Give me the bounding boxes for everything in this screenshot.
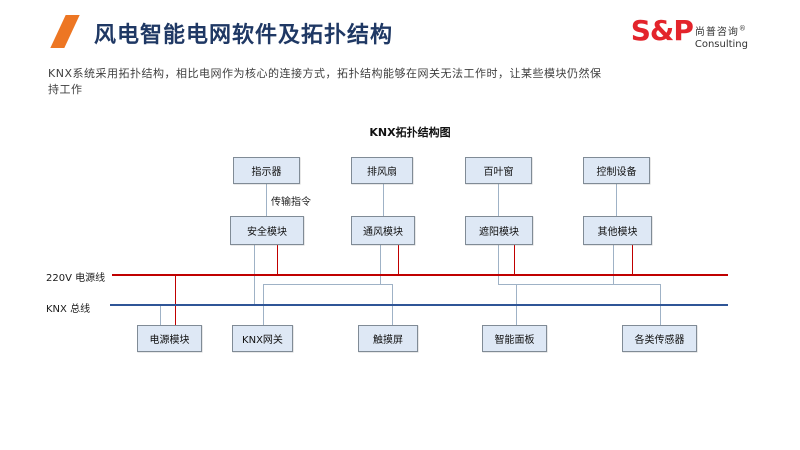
node-sensors: 各类传感器 bbox=[622, 325, 697, 352]
power-line-bus bbox=[112, 274, 728, 276]
node-control-device: 控制设备 bbox=[583, 157, 650, 184]
node-exhaust-fan: 排风扇 bbox=[351, 157, 413, 184]
logo-text-block: 尚普咨询® Consulting bbox=[695, 20, 748, 50]
node-blinds: 百叶窗 bbox=[465, 157, 532, 184]
node-ventilation-module: 通风模块 bbox=[351, 216, 415, 245]
power-connector-line bbox=[632, 245, 633, 275]
connector-line bbox=[498, 284, 661, 285]
power-line-label: 220V 电源线 bbox=[46, 273, 106, 284]
knx-bus-label: KNX 总线 bbox=[46, 304, 91, 315]
connector-line bbox=[380, 245, 381, 284]
node-shading-module: 遮阳模块 bbox=[465, 216, 533, 245]
connector-line bbox=[160, 306, 161, 325]
connector-line bbox=[383, 184, 384, 216]
connector-line bbox=[498, 184, 499, 216]
node-other-module: 其他模块 bbox=[583, 216, 652, 245]
slide-subtitle: KNX系统采用拓扑结构，相比电网作为核心的连接方式，拓扑结构能够在网关无法工作时… bbox=[48, 67, 602, 96]
connector-line bbox=[266, 184, 267, 216]
node-safety-module: 安全模块 bbox=[230, 216, 304, 245]
power-connector-line bbox=[277, 245, 278, 275]
power-connector-line bbox=[514, 245, 515, 275]
node-power-module: 电源模块 bbox=[137, 325, 202, 352]
edge-label-transmit-command: 传输指令 bbox=[271, 197, 311, 208]
power-connector-line bbox=[398, 245, 399, 275]
node-knx-gateway: KNX网关 bbox=[232, 325, 293, 352]
logo-en-name: Consulting bbox=[694, 39, 748, 50]
connector-line bbox=[613, 245, 614, 284]
node-indicator: 指示器 bbox=[233, 157, 300, 184]
node-touch-screen: 触摸屏 bbox=[358, 325, 418, 352]
company-logo: S&P 尚普咨询® Consulting bbox=[630, 14, 748, 51]
registered-mark: ® bbox=[738, 24, 747, 33]
logo-brand: S&P bbox=[630, 14, 694, 47]
knx-bus-line bbox=[110, 304, 728, 306]
connector-line bbox=[616, 184, 617, 216]
logo-cn-name: 尚普咨询® bbox=[694, 24, 747, 38]
node-smart-panel: 智能面板 bbox=[482, 325, 547, 352]
connector-line bbox=[263, 284, 393, 285]
power-connector-line bbox=[175, 276, 176, 325]
connector-line bbox=[498, 245, 499, 284]
page-title: 风电智能电网软件及拓扑结构 bbox=[94, 23, 394, 48]
diagram-title: KNX拓扑结构图 bbox=[369, 126, 451, 139]
